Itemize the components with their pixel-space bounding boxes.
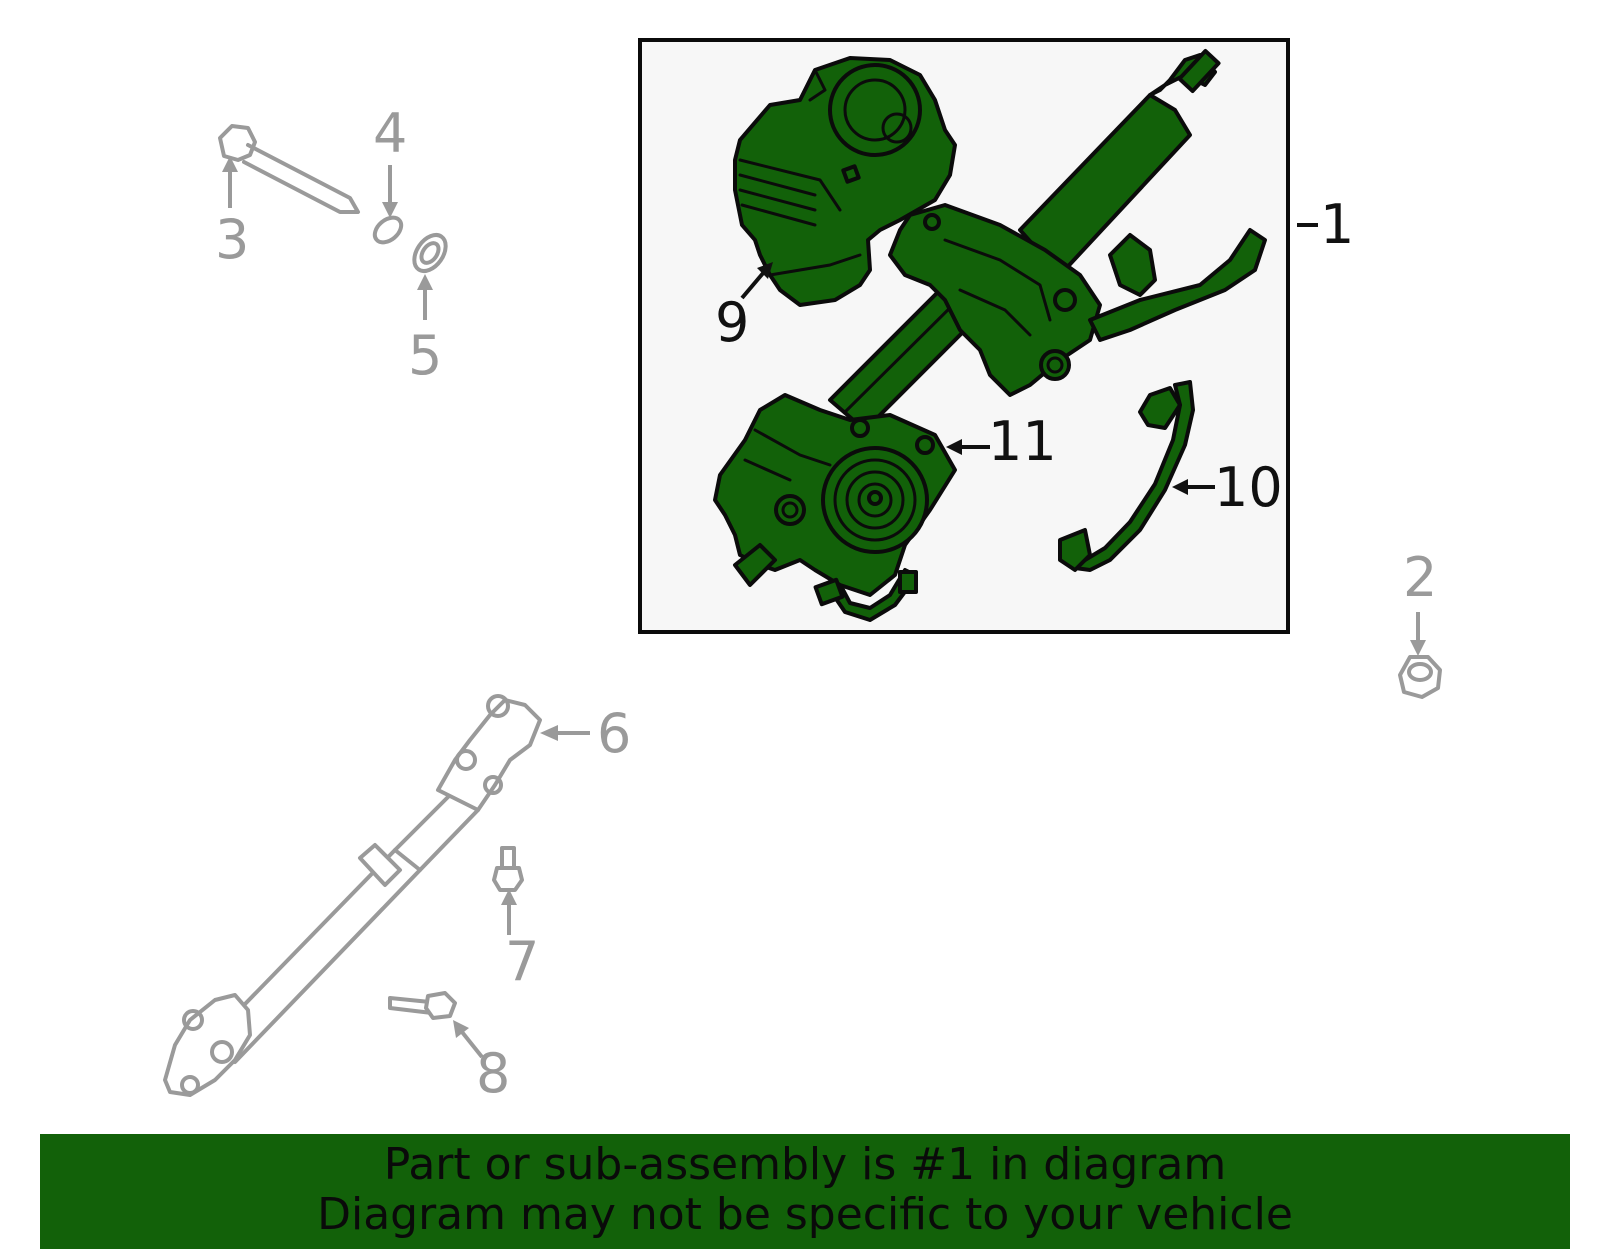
callout-6: 6 bbox=[597, 702, 631, 765]
callout-10: 10 bbox=[1214, 456, 1283, 519]
banner-line-1: Part or sub-assembly is #1 in diagram bbox=[383, 1139, 1227, 1190]
disclaimer-banner: Part or sub-assembly is #1 in diagram Di… bbox=[40, 1134, 1570, 1249]
part-5-washer[interactable] bbox=[408, 229, 452, 277]
leader-arrows bbox=[222, 156, 1426, 1059]
callout-1: 1 bbox=[1320, 193, 1354, 256]
part-4-washer[interactable] bbox=[370, 213, 406, 248]
callout-2: 2 bbox=[1403, 546, 1437, 609]
part-10-harness[interactable] bbox=[1058, 380, 1195, 572]
part-2-nut[interactable] bbox=[1398, 655, 1442, 699]
callout-7: 7 bbox=[505, 930, 539, 993]
part-8-bolt[interactable] bbox=[388, 991, 457, 1020]
callout-11: 11 bbox=[988, 410, 1057, 473]
part-7-stud[interactable] bbox=[492, 846, 524, 892]
banner-line-2: Diagram may not be specific to your vehi… bbox=[317, 1189, 1293, 1240]
part-3-bolt[interactable] bbox=[218, 124, 360, 214]
steering-column-shaft[interactable] bbox=[828, 48, 1267, 432]
part-9-ignition-module[interactable] bbox=[733, 56, 957, 307]
callout-4: 4 bbox=[373, 102, 407, 165]
callout-9: 9 bbox=[715, 291, 749, 354]
callout-5: 5 bbox=[408, 324, 442, 387]
part-11-eps-motor[interactable] bbox=[713, 393, 957, 622]
part-6-intermediate-shaft[interactable] bbox=[163, 694, 542, 1097]
callout-3: 3 bbox=[215, 208, 249, 271]
callout-8: 8 bbox=[476, 1042, 510, 1105]
